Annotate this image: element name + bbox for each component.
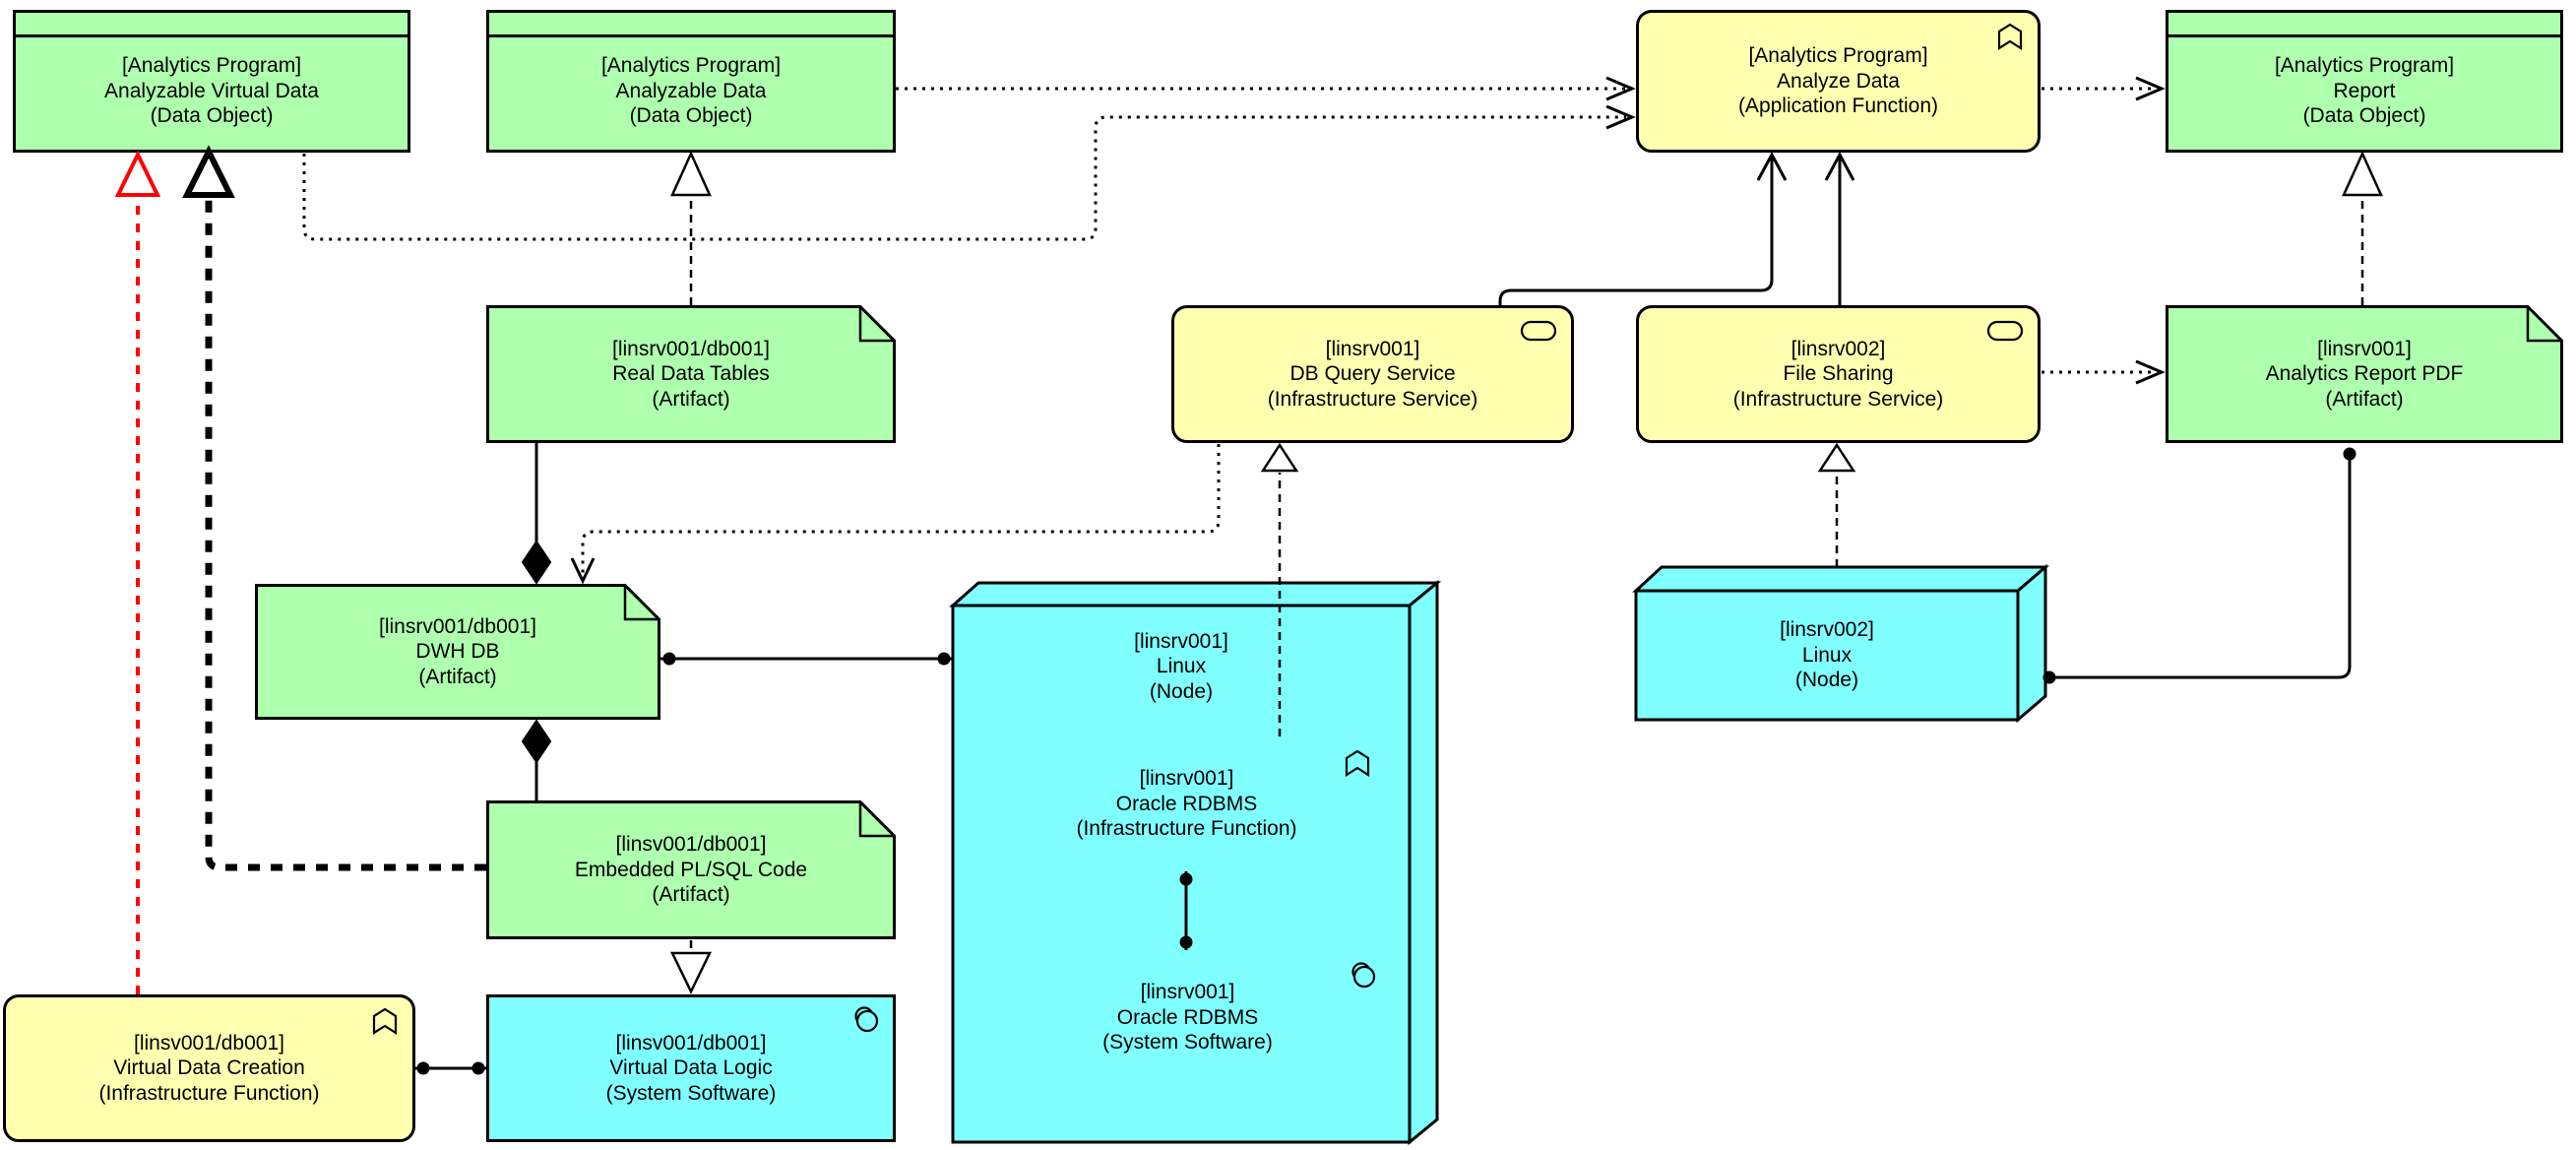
artifact-shape: [2166, 305, 2563, 443]
artifact-fold-icon: [858, 801, 895, 838]
element-dwh-db[interactable]: [linsrv001/db001] DWH DB (Artifact): [255, 584, 660, 720]
data-object-band: [489, 13, 893, 37]
artifact-shape: [255, 584, 660, 720]
artifact-shape: [486, 800, 896, 939]
artifact-fold-icon: [2526, 306, 2562, 343]
element-embedded-plsql-code[interactable]: [linsv001/db001] Embedded PL/SQL Code (A…: [486, 800, 896, 939]
artifact-fold-icon: [858, 306, 895, 343]
node-linux-2-shape[interactable]: [1632, 563, 2050, 724]
node-linux-1-shape[interactable]: [949, 579, 1442, 1146]
artifact-shape: [486, 305, 896, 443]
data-object-band: [16, 13, 408, 37]
element-real-data-tables[interactable]: [linsrv001/db001] Real Data Tables (Arti…: [486, 305, 896, 443]
element-analytics-report-pdf[interactable]: [linsrv001] Analytics Report PDF (Artifa…: [2166, 305, 2563, 443]
data-object-band: [2168, 13, 2560, 37]
artifact-fold-icon: [623, 585, 660, 621]
